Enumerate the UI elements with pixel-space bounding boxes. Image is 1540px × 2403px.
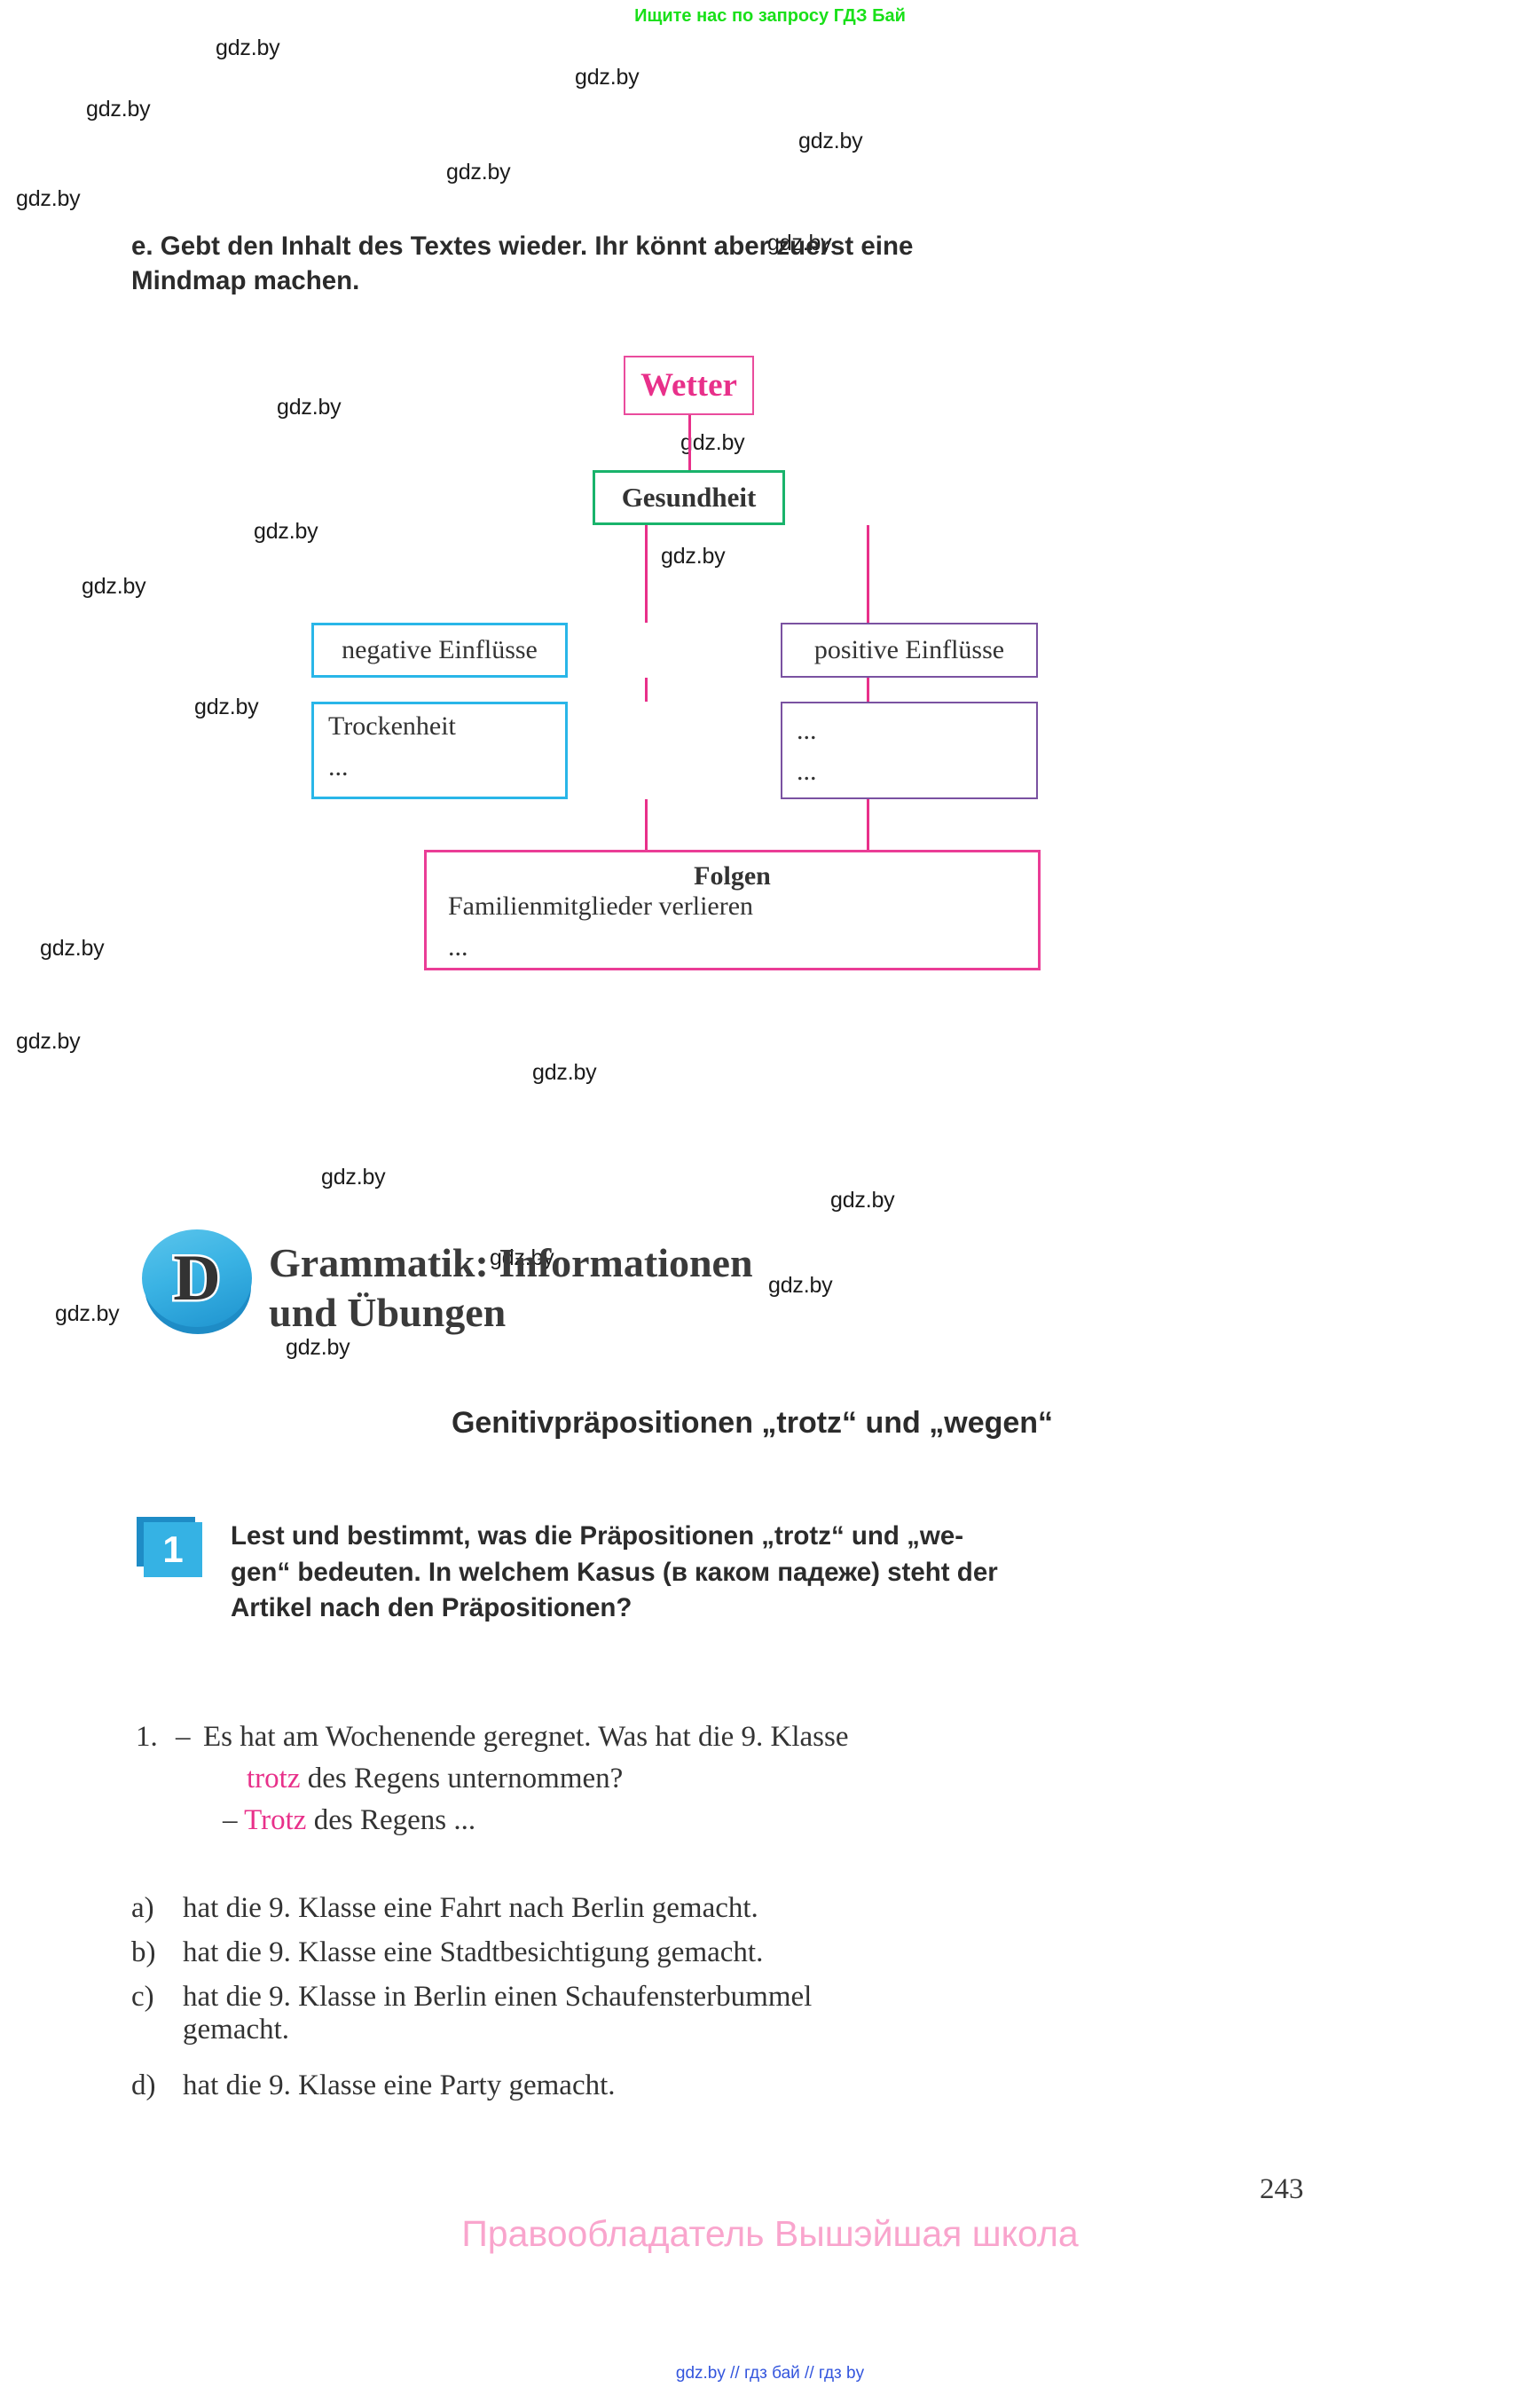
task-e-instruction: e. Gebt den Inhalt des Textes wieder. Ih… (131, 229, 1338, 298)
badge-letter-d: D (171, 1239, 223, 1316)
question-1-answer: – Trotz des Regens ... (223, 1804, 475, 1837)
exercise-number-badge-icon: 1 (137, 1517, 208, 1581)
section-d-title-line2: und Übungen (269, 1290, 507, 1336)
exercise-1-line1: Lest und bestimmt, was die Präpositionen… (231, 1521, 964, 1551)
watermark-1: gdz.by (575, 65, 640, 90)
mindmap-node-gesundheit: Gesundheit (593, 470, 785, 525)
watermark-10: gdz.by (661, 544, 726, 569)
mindmap-node-negative-label: negative Einflüsse (342, 635, 538, 664)
mindmap-node-folgen: Folgen Familienmitglieder verlieren ... (424, 850, 1041, 970)
option-d: d) hat die 9. Klasse eine Party gemacht. (131, 2069, 1329, 2102)
section-d-title-line1: Grammatik: Informationen (269, 1240, 753, 1285)
question-1: 1. – Es hat am Wochenende geregnet. Was … (136, 1721, 1333, 1754)
mindmap-node-wetter-label: Wetter (640, 367, 737, 404)
task-e-line2: Mindmap machen. (131, 266, 360, 296)
connector-gesundheit-negative (645, 525, 648, 623)
watermark-17: gdz.by (532, 1060, 597, 1085)
page-number: 243 (1260, 2173, 1304, 2205)
section-d-title: Grammatik: Informationen und Übungen (269, 1238, 1245, 1338)
watermark-8: gdz.by (680, 430, 745, 455)
watermark-12: gdz.by (194, 695, 259, 719)
section-letter-badge-icon: D (142, 1229, 252, 1334)
question-1-line1: Es hat am Wochenende geregnet. Was hat d… (203, 1721, 849, 1753)
highlight-trotz-capital: Trotz (244, 1804, 307, 1836)
footer-links: gdz.by // гдз бай // гдз by (675, 2364, 865, 2383)
option-b-label: b) (131, 1936, 156, 1968)
mindmap-node-folgen-item: Familienmitglieder verlieren (448, 891, 754, 921)
connector-negative-trockenheit (645, 678, 648, 702)
question-1-line2-rest: des Regens unternommen? (300, 1763, 624, 1794)
watermark-15: gdz.by (40, 936, 105, 961)
highlight-trotz-lowercase: trotz (247, 1763, 301, 1794)
watermark-9: gdz.by (254, 519, 318, 544)
mindmap-node-positive-dots-1: ... (797, 716, 817, 745)
site-banner: Ищите нас по запросу ГДЗ Бай (634, 6, 906, 26)
option-d-text: hat die 9. Klasse eine Party gemacht. (183, 2069, 616, 2101)
connector-wetter-gesundheit (688, 415, 691, 470)
mindmap-node-positive-label: positive Einflüsse (813, 635, 1005, 664)
option-a-text: hat die 9. Klasse eine Fahrt nach Berlin… (183, 1892, 758, 1924)
option-c: c) hat die 9. Klasse in Berlin einen Sch… (131, 1981, 1329, 2046)
exercise-1-instruction: Lest und bestimmt, was die Präpositionen… (231, 1519, 1224, 1627)
badge-oval (142, 1229, 252, 1327)
mindmap-node-positive-dots-2: ... (797, 757, 817, 786)
mindmap-node-gesundheit-label: Gesundheit (621, 482, 757, 513)
option-c-continuation: gemacht. (183, 2014, 290, 2046)
question-1-number: 1. (136, 1721, 158, 1753)
exercise-1-line2: gen“ bedeuten. In welchem Kasus (в каком… (231, 1557, 998, 1587)
mindmap-diagram: Wetter Gesundheit negative Einflüsse pos… (0, 337, 1540, 1189)
exercise-badge-number: 1 (144, 1522, 202, 1577)
watermark-7: gdz.by (277, 395, 342, 420)
option-c-label: c) (131, 1981, 154, 2013)
mindmap-node-folgen-dots: ... (448, 932, 468, 962)
watermark-23: gdz.by (286, 1335, 350, 1360)
connector-gesundheit-positive (867, 525, 869, 623)
mindmap-node-trockenheit-dots: ... (328, 752, 349, 781)
mindmap-node-positive-details: ... ... (781, 702, 1038, 799)
watermark-2: gdz.by (86, 97, 151, 122)
watermark-6: gdz.by (767, 231, 832, 255)
copyright-notice: Правообладатель Вышэйшая школа (461, 2213, 1079, 2254)
question-1-line2: trotz des Regens unternommen? (247, 1763, 623, 1795)
task-e-line1: e. Gebt den Inhalt des Textes wieder. Ih… (131, 232, 914, 261)
answer-dash: – (223, 1804, 245, 1836)
answer-rest: des Regens ... (306, 1804, 476, 1836)
watermark-11: gdz.by (82, 574, 146, 599)
watermark-22: gdz.by (55, 1301, 120, 1326)
watermark-4: gdz.by (446, 160, 511, 185)
watermark-21: gdz.by (768, 1273, 833, 1298)
watermark-19: gdz.by (830, 1188, 895, 1213)
watermark-3: gdz.by (798, 129, 863, 153)
watermark-20: gdz.by (490, 1245, 554, 1270)
connector-dots-folgen (867, 799, 869, 850)
option-a: a) hat die 9. Klasse eine Fahrt nach Ber… (131, 1892, 1329, 1925)
section-d-subtitle: Genitivpräpositionen „trotz“ und „wegen“ (451, 1406, 1054, 1440)
exercise-1-line3: Artikel nach den Präpositionen? (231, 1593, 632, 1623)
option-d-label: d) (131, 2069, 156, 2101)
option-b-text: hat die 9. Klasse eine Stadtbesichtigung… (183, 1936, 764, 1968)
connector-trockenheit-folgen (645, 799, 648, 850)
watermark-18: gdz.by (321, 1165, 386, 1190)
mindmap-node-trockenheit: Trockenheit ... (311, 702, 568, 799)
mindmap-node-wetter: Wetter (624, 356, 754, 415)
watermark-16: gdz.by (16, 1029, 81, 1054)
option-a-label: a) (131, 1892, 154, 1924)
option-c-text: hat die 9. Klasse in Berlin einen Schauf… (183, 1981, 813, 2013)
mindmap-node-trockenheit-title: Trockenheit (328, 711, 456, 741)
option-b: b) hat die 9. Klasse eine Stadtbesichtig… (131, 1936, 1329, 1969)
question-1-dash: – (176, 1721, 191, 1753)
watermark-0: gdz.by (216, 35, 280, 60)
mindmap-node-folgen-title: Folgen (694, 861, 771, 891)
mindmap-node-positive-einfluesse: positive Einflüsse (781, 623, 1038, 678)
mindmap-node-negative-einfluesse: negative Einflüsse (311, 623, 568, 678)
connector-positive-dots (867, 678, 869, 702)
watermark-5: gdz.by (16, 186, 81, 211)
